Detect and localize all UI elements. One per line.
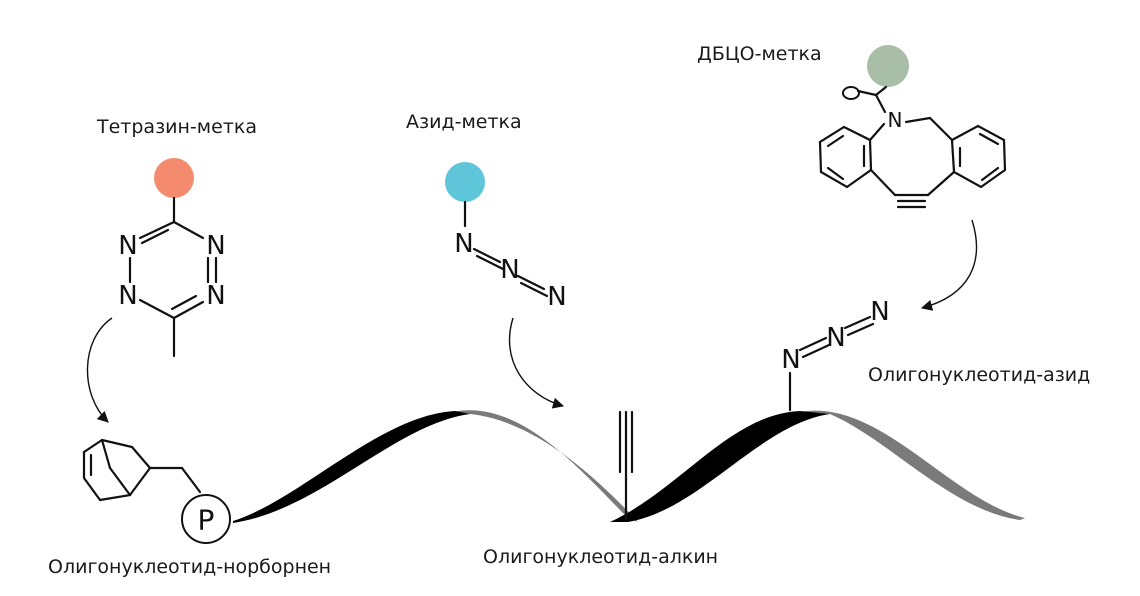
azide-n1: N — [454, 229, 473, 259]
dbco-n: N — [888, 108, 903, 132]
dbco-tag-circle — [867, 45, 909, 87]
arrow-dbco-to-azide — [920, 219, 978, 311]
alkyne-group — [618, 410, 634, 521]
strand-front-segment-2 — [610, 411, 830, 522]
tetrazine-n1: N — [118, 231, 137, 261]
oligo-azide-label: Олигонуклеотид-азид — [868, 364, 1091, 386]
strand-back-segment-1 — [452, 410, 638, 522]
tetrazine-n3: N — [118, 281, 137, 311]
dbco-label: ДБЦО-метка — [697, 43, 822, 65]
strand-azide-n2: N — [826, 323, 845, 353]
arrow-tetrazine-to-norbornene — [86, 317, 113, 423]
azide-n2: N — [500, 255, 519, 285]
phosphate-circle — [181, 494, 231, 544]
tetrazine-molecule: N N N N — [118, 158, 226, 358]
azide-tag-circle — [445, 162, 485, 202]
oligo-norbornene-label: Олигонуклеотид-норборнен — [48, 556, 332, 578]
strand-back-segment-2 — [800, 410, 1025, 520]
tetrazine-label: Тетразин-метка — [97, 116, 258, 138]
arrow-azide-to-alkyne — [508, 317, 565, 409]
strand-azide-n3: N — [870, 297, 889, 327]
azide-molecule: N N N — [445, 162, 567, 312]
dbco-molecule: N — [818, 45, 1007, 209]
oligo-alkyne-label: Олигонуклеотид-алкин — [483, 546, 719, 568]
tetrazine-tag-circle — [154, 158, 194, 198]
tetrazine-n2: N — [206, 231, 225, 261]
phosphate-p: P — [198, 504, 215, 537]
strand-azide-group: N N N — [781, 297, 890, 412]
dbco-oxygen — [842, 86, 860, 100]
azide-n3: N — [547, 282, 566, 312]
tetrazine-n4: N — [206, 281, 225, 311]
strand-azide-n1: N — [781, 345, 800, 375]
strand-front-segment-1 — [233, 411, 470, 523]
norbornene-molecule: P — [82, 438, 231, 544]
dna-strand — [233, 410, 1025, 523]
azide-label: Азид-метка — [406, 111, 522, 133]
